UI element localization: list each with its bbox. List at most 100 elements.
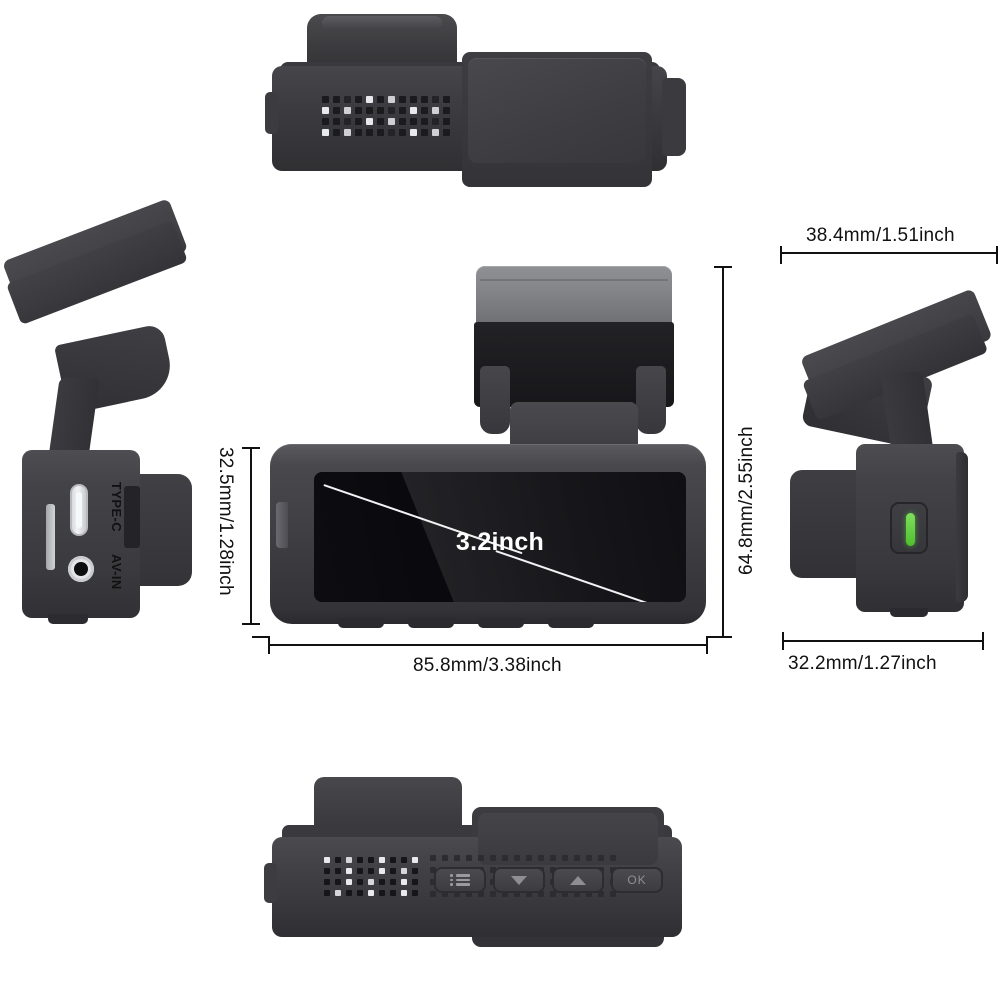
grille-hole <box>333 118 340 125</box>
dimension-label-width: 85.8mm/3.38inch <box>413 655 562 676</box>
grille-hole <box>355 107 362 114</box>
body-rear-edge <box>956 452 968 602</box>
menu-button[interactable] <box>434 867 486 893</box>
grille-hole <box>443 96 450 103</box>
grille-hole <box>586 855 592 861</box>
dimension-label-depth: 38.4mm/1.51inch <box>806 225 955 246</box>
grille-hole <box>322 96 329 103</box>
bottom-view: OK <box>262 775 710 970</box>
grille-hole <box>490 867 496 873</box>
grille-hole <box>562 855 568 861</box>
grille-hole <box>399 118 406 125</box>
grille-hole <box>401 857 407 863</box>
grille-hole <box>412 890 418 896</box>
dimension-tick-width-left <box>268 636 270 654</box>
grille-hole <box>502 855 508 861</box>
grille-hole <box>442 891 448 897</box>
grille-hole <box>410 129 417 136</box>
dimension-tick-screen-bottom <box>242 623 260 625</box>
mount-prong-right <box>636 366 666 434</box>
dimension-tick-screen-top <box>242 447 260 449</box>
grille-hole <box>538 855 544 861</box>
grille-hole <box>610 891 616 897</box>
dimension-label-body-depth: 32.2mm/1.27inch <box>788 653 937 674</box>
grille-hole <box>368 868 374 874</box>
grille-hole <box>357 879 363 885</box>
grille-hole <box>526 891 532 897</box>
grille-hole <box>466 855 472 861</box>
grille-hole <box>410 118 417 125</box>
grille-hole <box>377 107 384 114</box>
ok-button[interactable]: OK <box>611 867 663 893</box>
grille-hole <box>388 129 395 136</box>
speaker-grille <box>324 857 424 903</box>
grille-hole <box>432 107 439 114</box>
grille-hole <box>401 879 407 885</box>
grille-hole <box>538 891 544 897</box>
dimension-tick-depth-right <box>996 246 998 264</box>
grille-hole <box>454 855 460 861</box>
grille-hole <box>432 96 439 103</box>
side-button <box>265 92 278 134</box>
grille-hole <box>401 868 407 874</box>
lens-barrel <box>790 470 862 578</box>
dimension-tick-height-top <box>714 266 732 268</box>
mount-pad-face <box>478 813 658 865</box>
mount-neck <box>510 402 638 450</box>
grille-hole <box>346 868 352 874</box>
down-button[interactable] <box>493 867 545 893</box>
grille-hole <box>410 96 417 103</box>
grille-hole <box>324 890 330 896</box>
grille-hole <box>355 129 362 136</box>
grille-hole <box>610 855 616 861</box>
grille-hole <box>388 118 395 125</box>
grille-hole <box>466 891 472 897</box>
grille-hole <box>388 107 395 114</box>
av-in-jack <box>68 556 94 582</box>
grille-hole <box>421 129 428 136</box>
body-foot <box>408 618 454 628</box>
grille-hole <box>421 96 428 103</box>
ok-button-label: OK <box>627 873 647 887</box>
body-foot <box>478 618 524 628</box>
up-button[interactable] <box>552 867 604 893</box>
grille-hole <box>333 107 340 114</box>
mount-plate-seam <box>480 279 668 281</box>
dimension-tick-body-depth-right <box>982 632 984 650</box>
grille-hole <box>322 107 329 114</box>
grille-hole <box>432 118 439 125</box>
grille-hole <box>357 857 363 863</box>
dimension-tick-body-depth-left <box>782 632 784 650</box>
body-foot <box>48 614 88 624</box>
dimension-label-screen-height: 32.5mm/1.28inch <box>215 447 236 596</box>
grille-hole <box>333 96 340 103</box>
extension-line-width-left <box>252 636 268 638</box>
mount-plate <box>476 266 672 326</box>
type-c-pin <box>76 492 82 528</box>
dimension-line-height <box>722 266 724 638</box>
grille-hole <box>379 890 385 896</box>
grille-hole <box>412 868 418 874</box>
grille-hole <box>421 107 428 114</box>
triangle-down-icon <box>511 875 527 885</box>
grille-hole <box>454 891 460 897</box>
grille-hole <box>357 890 363 896</box>
grille-hole <box>335 857 341 863</box>
grille-hole <box>550 891 556 897</box>
grille-hole <box>333 129 340 136</box>
type-c-port <box>70 484 88 536</box>
av-in-label: AV-IN <box>109 554 124 590</box>
grille-hole <box>344 118 351 125</box>
grille-hole <box>514 891 520 897</box>
grille-hole <box>443 118 450 125</box>
dimension-line-width <box>268 644 708 646</box>
grille-hole <box>399 129 406 136</box>
status-led <box>906 513 915 546</box>
grille-hole <box>478 891 484 897</box>
grille-hole <box>526 855 532 861</box>
grille-hole <box>344 107 351 114</box>
grille-hole <box>322 118 329 125</box>
grille-hole <box>366 118 373 125</box>
grille-hole <box>550 855 556 861</box>
